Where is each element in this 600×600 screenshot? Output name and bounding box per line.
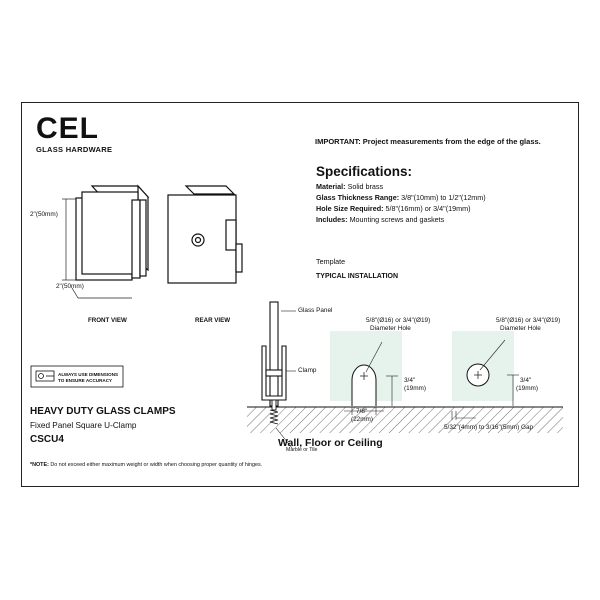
brand-logo: CEL xyxy=(36,112,99,145)
brand-subtitle: GLASS HARDWARE xyxy=(36,145,113,154)
dimension-lines xyxy=(344,374,519,420)
height-left-in: 3/4" xyxy=(404,377,416,384)
front-view-label: FRONT VIEW xyxy=(88,317,127,324)
clamp-label: Clamp xyxy=(298,367,317,374)
hole-right-type: Diameter Hole xyxy=(500,325,541,332)
spec-thickness: Glass Thickness Range: 3/8"(10mm) to 1/2… xyxy=(316,193,486,202)
width-mm: (22mm) xyxy=(351,416,374,423)
spec-includes: Includes: Mounting screws and gaskets xyxy=(316,215,445,224)
measure-warning-icon xyxy=(30,365,124,388)
spec-hole-size: Hole Size Required: 5/8"(16mm) or 3/4"(1… xyxy=(316,204,471,213)
wall-floor-ceiling-label: Wall, Floor or Ceiling xyxy=(278,437,383,449)
height-right-mm: (19mm) xyxy=(516,385,539,392)
template-label: Template xyxy=(316,257,346,266)
important-note: IMPORTANT: Project measurements from the… xyxy=(315,137,541,146)
width-dimension: 2"(50mm) xyxy=(56,283,84,290)
specifications-heading: Specifications: xyxy=(316,164,413,179)
wall-hatch xyxy=(247,407,563,433)
product-title: HEAVY DUTY GLASS CLAMPS xyxy=(30,406,176,417)
glass-panel-section xyxy=(261,301,287,407)
footnote: *NOTE: Do not exceed either maximum weig… xyxy=(30,462,263,468)
mounting-screw xyxy=(269,399,279,425)
always-use-dimensions: ALWAYS USE DIMENSIONS TO ENSURE ACCURACY xyxy=(58,372,119,383)
hole-left-type: Diameter Hole xyxy=(370,325,411,332)
height-right-in: 3/4" xyxy=(520,377,532,384)
product-subtitle: Fixed Panel Square U-Clamp xyxy=(30,421,137,430)
front-view-dimensions xyxy=(62,198,132,299)
spec-material: Material: Solid brass xyxy=(316,182,384,191)
install-leaders xyxy=(275,310,296,449)
hole-right-size: 5/8"(Ø16) or 3/4"(Ø19) xyxy=(496,317,561,324)
gap-dimension: 5/32"(4mm) to 3/16"(5mm) Gap xyxy=(444,424,534,431)
typical-installation-label: TYPICAL INSTALLATION xyxy=(316,273,399,280)
marble-tile-label: Marble or Tile xyxy=(286,447,318,453)
width-in: 7/8" xyxy=(356,408,368,415)
height-dimension: 2"(50mm) xyxy=(30,211,58,218)
rear-view-clamp xyxy=(167,185,243,284)
glass-panel-label: Glass Panel xyxy=(298,307,333,314)
slotted-hole xyxy=(351,364,377,406)
height-left-mm: (19mm) xyxy=(404,385,427,392)
product-code: CSCU4 xyxy=(30,434,64,445)
hole-left-size: 5/8"(Ø16) or 3/4"(Ø19) xyxy=(366,317,431,324)
rear-view-label: REAR VIEW xyxy=(195,317,231,324)
drawing-border xyxy=(21,102,579,487)
front-view-clamp xyxy=(75,184,150,281)
